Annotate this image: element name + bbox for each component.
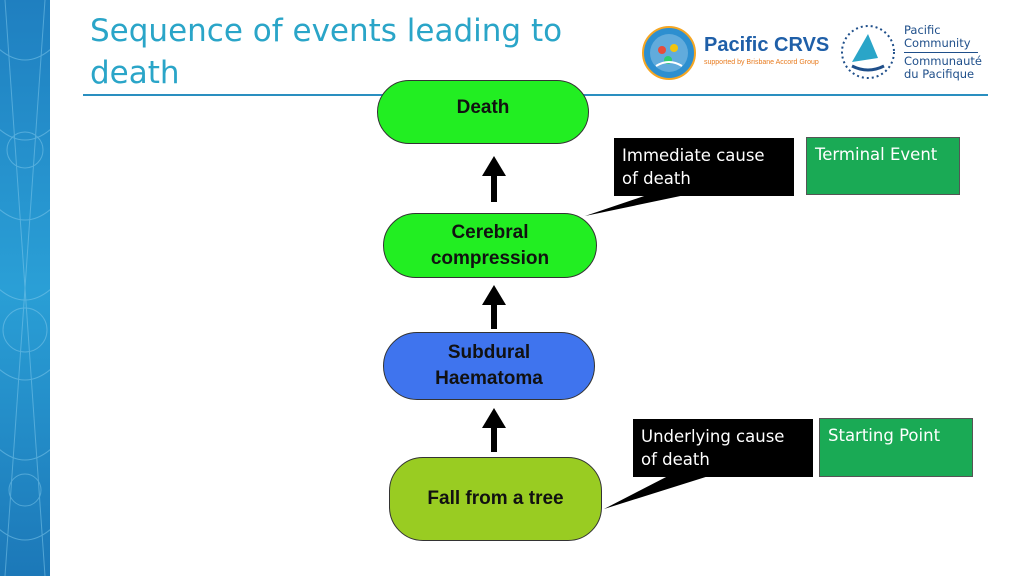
spc-logo-line4: du Pacifique (904, 67, 975, 81)
subdural-haematoma-node: Subdural Haematoma (383, 332, 595, 400)
spc-logo-divider (904, 52, 978, 53)
fall-label: Fall from a tree (427, 488, 564, 509)
slide-title: Sequence of events leading to death (90, 13, 563, 91)
starting-point-label: Starting Point (819, 418, 973, 477)
underlying-cause-line2: of death (641, 450, 710, 469)
arrow-up-icon (482, 156, 506, 202)
death-label: Death (456, 97, 510, 118)
decorative-side-band (0, 0, 50, 576)
underlying-cause-callout: Underlying cause of death (633, 419, 813, 477)
subdural-label-line2: Haematoma (435, 368, 543, 389)
immediate-cause-line2: of death (622, 169, 691, 188)
immediate-callout-pointer (585, 194, 690, 216)
crvs-logo-name: Pacific CRVS (704, 34, 830, 56)
pacific-community-logo: Pacific Community Communauté du Pacifiqu… (838, 22, 988, 86)
spc-logo-line3: Communauté (904, 54, 982, 68)
underlying-cause-line1: Underlying cause (641, 427, 785, 446)
spc-logo-line1: Pacific (904, 23, 941, 37)
subdural-label-line1: Subdural (447, 342, 531, 363)
crvs-emblem-icon (642, 26, 696, 80)
immediate-cause-callout: Immediate cause of death (614, 138, 794, 196)
crvs-logo-tagline: supported by Brisbane Accord Group (704, 59, 819, 66)
fall-from-tree-node: Fall from a tree (389, 457, 602, 541)
cerebral-compression-node: Cerebral compression (383, 213, 597, 278)
arrow-up-icon (482, 285, 506, 329)
underlying-callout-pointer (604, 475, 712, 509)
pacific-crvs-logo: Pacific CRVS supported by Brisbane Accor… (642, 26, 829, 82)
arrow-up-icon (482, 408, 506, 452)
death-node: Death (377, 80, 589, 144)
spc-emblem-icon (841, 25, 895, 79)
side-band-pattern (0, 0, 50, 576)
terminal-event-label: Terminal Event (806, 137, 960, 195)
cerebral-label-line1: Cerebral (451, 221, 529, 243)
cerebral-label-line2: compression (430, 247, 550, 269)
immediate-cause-line1: Immediate cause (622, 146, 765, 165)
spc-logo-line2: Community (904, 36, 971, 50)
